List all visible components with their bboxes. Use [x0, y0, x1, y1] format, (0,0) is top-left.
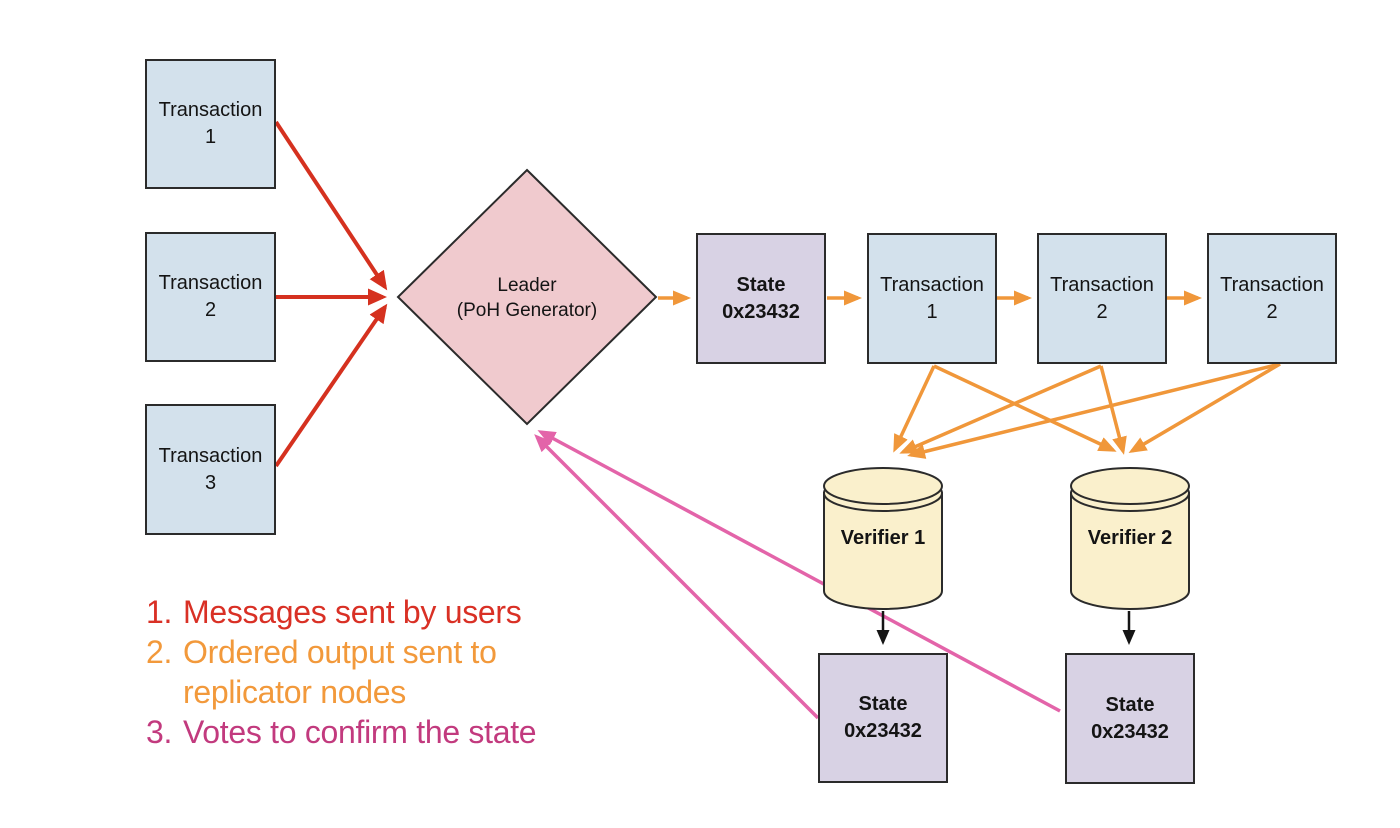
arrow-chain-tx2b-to-verifier1 — [907, 362, 1281, 459]
legend-item-ordered-output: 2. Ordered output sent to replicator nod… — [146, 632, 536, 712]
transaction-3-box: Transaction 3 — [145, 404, 276, 535]
verifier-2-label: Verifier 2 — [1087, 526, 1173, 549]
chain-state-label: State — [736, 273, 786, 296]
arrow-tx1-to-leader — [274, 120, 388, 291]
leader-label-line2: (PoH Generator) — [456, 300, 598, 321]
leader-diamond-shape — [396, 168, 658, 426]
arrow-tx3-to-leader — [274, 303, 388, 468]
chain-transaction-1-label: Transaction — [880, 273, 984, 296]
legend-item-3-number: 3. — [146, 714, 173, 750]
transaction-3-number: 3 — [204, 471, 217, 494]
legend-item-3-text: Votes to confirm the state — [183, 714, 537, 750]
arrow-vote-state2-to-leader — [537, 430, 1061, 713]
chain-transaction-1-number: 1 — [926, 300, 938, 323]
arrow-vote-state1-to-leader — [534, 434, 820, 720]
chain-state-box: State 0x23432 — [696, 233, 826, 364]
chain-transaction-1-box: Transaction 1 — [867, 233, 997, 364]
legend-item-votes: 3. Votes to confirm the state — [146, 712, 537, 752]
chain-transaction-2b-box: Transaction 2 — [1207, 233, 1337, 364]
verifier-2-state-value: 0x23432 — [1091, 720, 1169, 743]
transaction-2-number: 2 — [204, 299, 217, 321]
verifier-1-state-value: 0x23432 — [844, 720, 922, 742]
chain-transaction-2-number: 2 — [1096, 300, 1108, 323]
chain-transaction-2b-number: 2 — [1266, 300, 1278, 323]
chain-transaction-2-box: Transaction 2 — [1037, 233, 1167, 364]
legend-item-2-text: Ordered output sent to replicator nodes — [183, 634, 497, 710]
leader-label-line1: Leader — [497, 274, 557, 296]
transaction-2-box: Transaction 2 — [145, 232, 276, 362]
transaction-1-label: Transaction — [158, 99, 263, 121]
arrow-chain-tx2b-to-verifier2 — [1128, 362, 1281, 454]
arrow-chain-tx2-to-verifier1 — [899, 364, 1102, 454]
legend-item-2-number: 2. — [146, 634, 173, 670]
legend-item-1-text: Messages sent by users — [183, 594, 522, 630]
transaction-2-label: Transaction — [158, 272, 263, 294]
verifier-2-state-box: State 0x23432 — [1065, 653, 1195, 784]
legend: 1. Messages sent by users 2. Ordered out… — [146, 592, 537, 752]
transaction-1-box: Transaction 1 — [145, 59, 276, 189]
verifier-2-cylinder — [1070, 467, 1190, 610]
verifier-1-state-label: State — [858, 693, 908, 715]
verifier-2-state-label: State — [1105, 693, 1155, 716]
leader-node-label: Leader (PoH Generator) — [427, 270, 627, 326]
legend-item-1-number: 1. — [146, 594, 173, 630]
arrow-chain-tx1-to-verifier2 — [933, 364, 1117, 452]
verifier-1-label: Verifier 1 — [840, 526, 926, 549]
verifier-1-cylinder — [823, 467, 943, 610]
chain-transaction-2b-label: Transaction — [1220, 273, 1324, 296]
arrow-chain-tx1-to-verifier1 — [893, 365, 936, 453]
chain-transaction-2-label: Transaction — [1050, 273, 1154, 296]
arrow-chain-tx2-to-verifier2 — [1099, 365, 1127, 455]
legend-item-messages: 1. Messages sent by users — [146, 592, 536, 632]
chain-state-value: 0x23432 — [722, 300, 800, 323]
verifier-1-state-box: State 0x23432 — [818, 653, 948, 783]
transaction-1-number: 1 — [204, 126, 217, 148]
transaction-3-label: Transaction — [158, 444, 263, 467]
